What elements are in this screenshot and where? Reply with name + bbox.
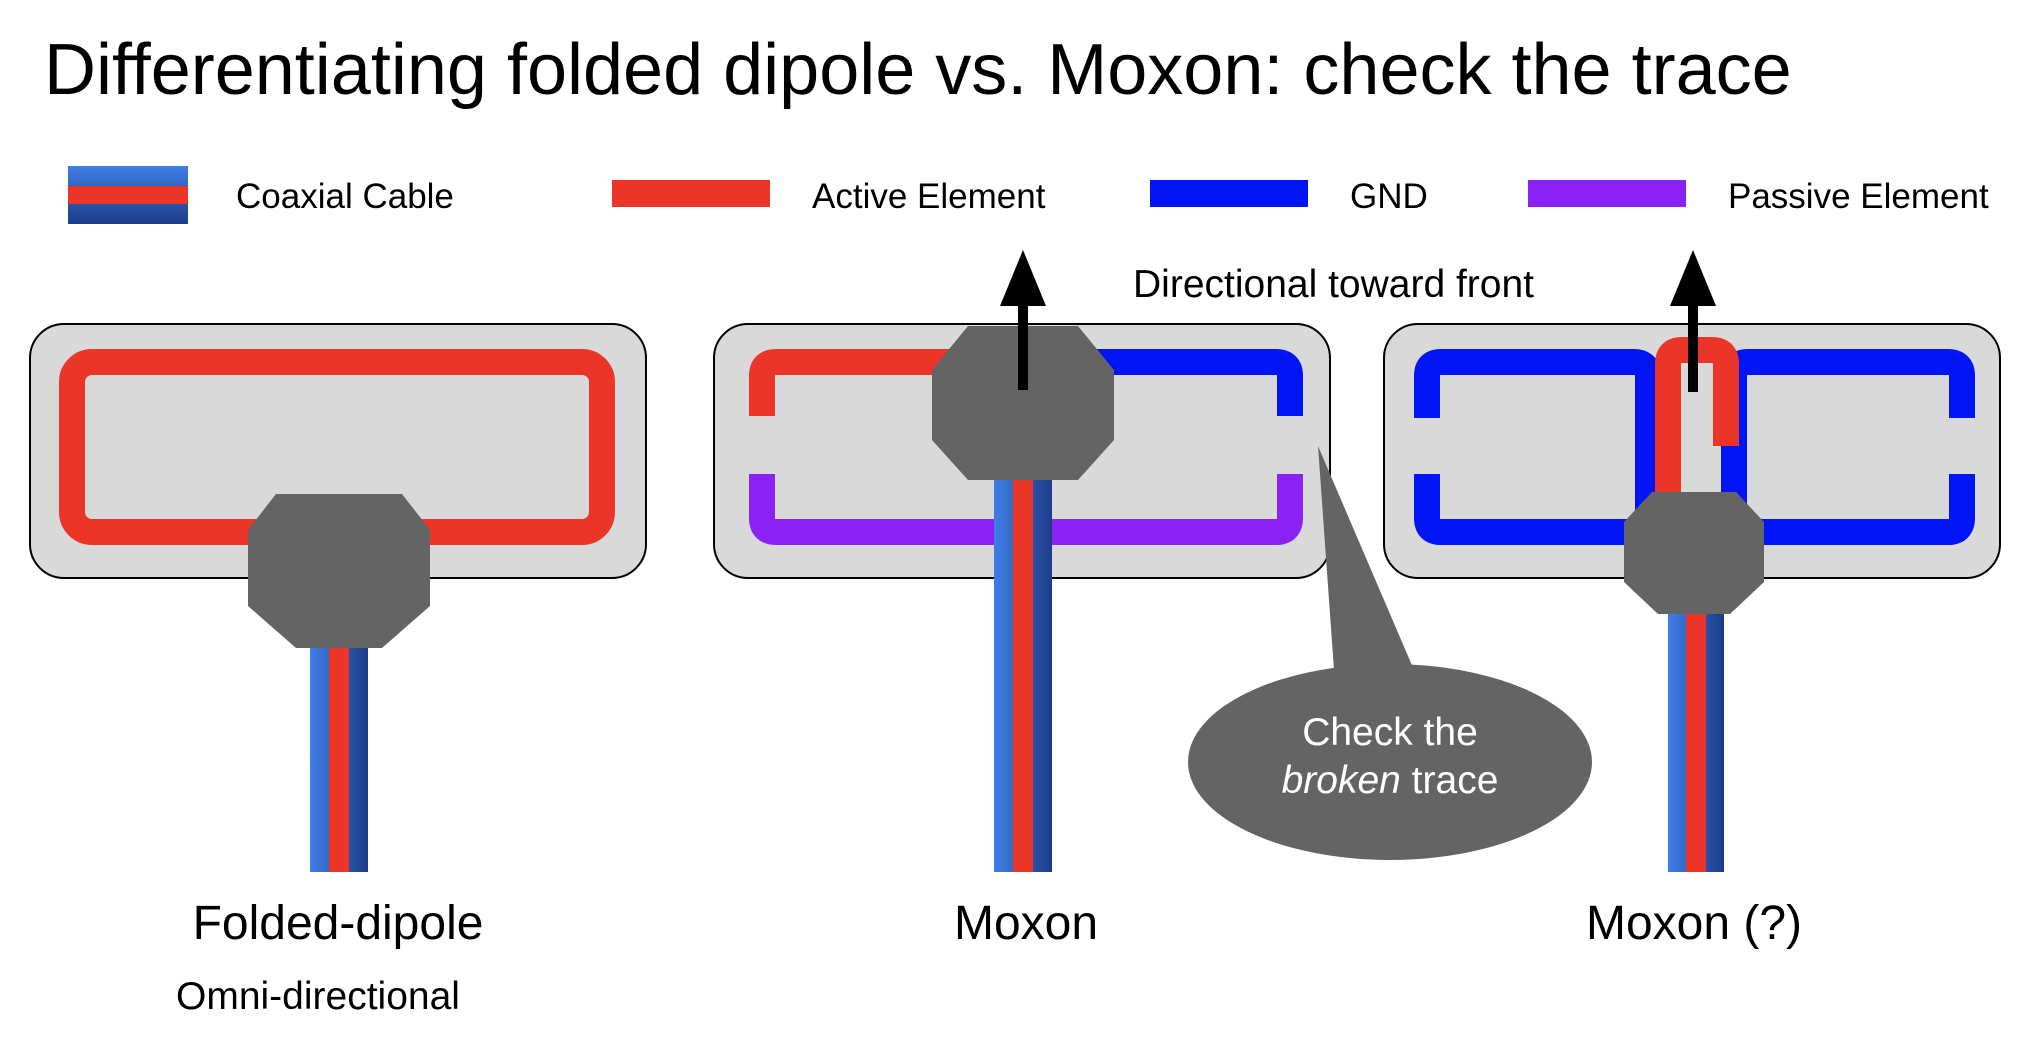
gnd-swatch: [1150, 180, 1308, 207]
moxon-variant-coax-cable: [1668, 600, 1724, 872]
passive-element-swatch: [1528, 180, 1686, 207]
legend-label-coaxial-cable: Coaxial Cable: [236, 177, 454, 216]
moxon-variant-connector: [1624, 492, 1764, 614]
moxon-connector: [932, 326, 1114, 480]
moxon-coax-cable: [994, 460, 1052, 872]
callout-text: Check the broken trace: [1184, 709, 1596, 805]
moxon-variant-label: Moxon (?): [1585, 897, 1803, 950]
legend-label-gnd: GND: [1350, 177, 1428, 216]
legend-label-passive-element: Passive Element: [1728, 177, 1989, 216]
callout-bubble: [1188, 446, 1592, 860]
folded-dipole-label: Folded-dipole: [192, 897, 484, 950]
folded-dipole-antenna: [29, 323, 647, 872]
legend-label-active-element: Active Element: [812, 177, 1046, 216]
page-title: Differentiating folded dipole vs. Moxon:…: [44, 30, 1792, 110]
callout-line-1: Check the: [1302, 711, 1478, 754]
moxon-direction-arrow: [1000, 250, 1046, 390]
moxon-variant-gnd-left: [1414, 349, 1661, 545]
callout-line-2: broken trace: [1184, 757, 1596, 805]
coaxial-cable-swatch: [68, 166, 188, 224]
moxon-antenna: [713, 323, 1331, 872]
direction-label: Directional toward front: [1133, 263, 1535, 306]
callout-emphasis: broken: [1281, 759, 1401, 802]
folded-dipole-subtitle: Omni-directional: [176, 975, 460, 1018]
callout-rest: trace: [1400, 759, 1499, 802]
moxon-variant-direction-arrow: [1670, 250, 1716, 392]
folded-dipole-coax-cable: [310, 640, 368, 872]
moxon-gnd-trace: [1040, 349, 1303, 416]
moxon-active-trace: [749, 349, 1000, 416]
moxon-label: Moxon: [953, 897, 1099, 950]
active-element-swatch: [612, 180, 770, 207]
moxon-variant-antenna: [1383, 323, 2001, 872]
moxon-variant-gnd-right: [1721, 349, 1975, 545]
folded-dipole-connector: [248, 494, 430, 648]
